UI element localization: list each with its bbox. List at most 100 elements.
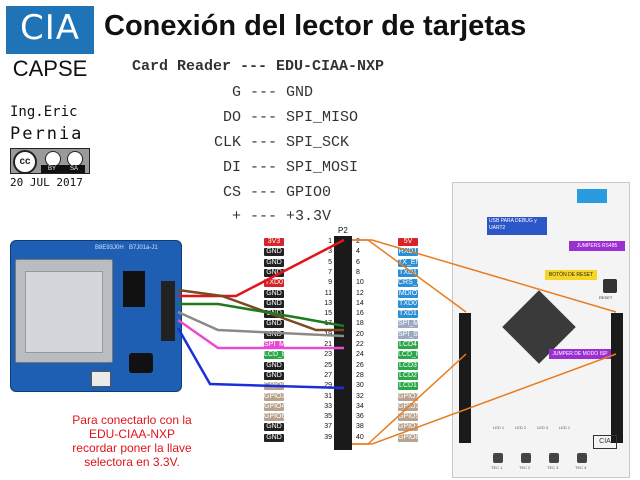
logo-cia-text: CIA xyxy=(19,8,81,48)
pin-number-left: 15 xyxy=(324,310,332,318)
pin-label-left: 3V3 xyxy=(264,238,284,246)
mapping-line-g: G --- GND xyxy=(232,84,314,101)
reset-text: RESET xyxy=(599,295,613,300)
pin-label-left: GND xyxy=(264,330,284,339)
date-label: 20 JUL 2017 xyxy=(10,176,83,189)
tec-buttons: TEC 1 TEC 2 TEC 3 TEC 4 xyxy=(491,453,601,473)
pin-number-left: 27 xyxy=(324,371,332,379)
p2-connector-label: P2 xyxy=(338,226,348,235)
tec-label: TEC 2 xyxy=(519,465,531,470)
logo-capse-text: CAPSE xyxy=(12,56,88,81)
pin-number-right: 2 xyxy=(356,238,360,245)
pin-label-left: GND xyxy=(264,248,284,257)
pin-number-right: 4 xyxy=(356,248,360,256)
pin-label-left: GND xyxy=(264,258,284,267)
pin-label-left: GND xyxy=(264,423,284,432)
pin-number-right: 38 xyxy=(356,423,364,431)
tec1-button[interactable] xyxy=(493,453,503,463)
pin-number-left: 5 xyxy=(328,258,332,266)
usb-note: USB PARA DEBUG y UART2 xyxy=(487,217,547,235)
pin-number-right: 22 xyxy=(356,341,364,348)
pin-label-left: GND xyxy=(264,361,284,370)
pin-label-left: GND xyxy=(264,433,284,442)
pin-number-right: 8 xyxy=(356,268,360,276)
cc-icon: cc xyxy=(13,150,37,174)
reset-button[interactable] xyxy=(603,279,617,293)
wire-clk-sck xyxy=(177,310,345,338)
pin-label-right: SPI_MISO xyxy=(398,320,432,329)
mapping-line-do: DO --- SPI_MISO xyxy=(223,109,359,126)
pin-label-left: GPIO4 xyxy=(264,402,286,411)
pin-label-right: GPIO1 xyxy=(398,392,420,401)
pin-number-right: 18 xyxy=(356,320,364,328)
led-row: LED 1 LED 2 LED 3 LED 1 xyxy=(493,425,593,435)
boton-reset-label: BOTÓN DE RESET xyxy=(545,270,597,280)
pin-number-right: 12 xyxy=(356,289,364,297)
pin-number-right: 14 xyxy=(356,299,364,307)
pin-number-left: 37 xyxy=(324,423,332,431)
mapping-line-cs: CS --- GPIO0 xyxy=(223,184,332,201)
tec4-button[interactable] xyxy=(577,453,587,463)
tec-label: TEC 1 xyxy=(491,465,503,470)
pin-label-right: TXD0 xyxy=(398,299,418,308)
sa-label: SA xyxy=(63,165,85,173)
pin-label-right: LCD2 xyxy=(398,371,418,380)
pin-number-left: 31 xyxy=(324,392,332,400)
sd-card-slot-inner xyxy=(25,271,103,353)
author-line2: Pernia xyxy=(10,124,84,144)
pin-label-right: TXD1 xyxy=(398,268,418,277)
wire-di-mosi xyxy=(177,318,344,350)
voltage-note: Para conectarlo con la EDU-CIAA-NXP reco… xyxy=(62,413,202,469)
pin-label-left: TXD0 xyxy=(264,279,284,288)
pin-label-right: TXD1 xyxy=(398,310,418,319)
pin-number-right: 20 xyxy=(356,330,364,338)
pin-number-left: 3 xyxy=(328,248,332,256)
pin-number-right: 26 xyxy=(356,361,364,369)
pin-number-left: 9 xyxy=(328,279,332,287)
pin-number-left: 21 xyxy=(324,341,332,348)
jumper-isp-label: JUMPER DE MODO ISP xyxy=(549,349,611,359)
tec3-button[interactable] xyxy=(549,453,559,463)
pin-number-right: 28 xyxy=(356,371,364,379)
mapping-line-clk: CLK --- SPI_SCK xyxy=(214,134,350,151)
pin-number-left: 33 xyxy=(324,402,332,410)
terminal-block xyxy=(577,189,607,203)
pin-number-right: 40 xyxy=(356,433,364,441)
pin-number-left: 39 xyxy=(324,433,332,441)
pin-label-left: GND xyxy=(264,268,284,277)
pin-number-right: 32 xyxy=(356,392,364,400)
led-label: LED 1 xyxy=(493,425,505,430)
pin-label-right: RXD1 xyxy=(398,248,418,257)
reader-header-pins xyxy=(161,281,175,341)
pin-number-left: 35 xyxy=(324,413,332,421)
pin-number-right: 10 xyxy=(356,279,364,287)
pin-number-right: 30 xyxy=(356,382,364,390)
reader-chip xyxy=(123,271,145,307)
pin-number-left: 1 xyxy=(328,238,332,245)
pin-number-left: 7 xyxy=(328,268,332,276)
author-line1: Ing.Eric xyxy=(10,104,78,120)
edu-ciaa-board: USB PARA DEBUG y UART2 JUMPERS RS485 BOT… xyxy=(452,182,630,478)
pin-number-right: 6 xyxy=(356,258,360,266)
note-line-1: Para conectarlo con la xyxy=(72,413,192,427)
tec-label: TEC 4 xyxy=(575,465,587,470)
by-label: BY xyxy=(41,165,63,173)
right-board-header xyxy=(611,313,623,443)
wire-plus-3v3 xyxy=(178,238,345,298)
mapping-line-di: DI --- SPI_MOSI xyxy=(223,159,359,176)
jumpers-rs485-label: JUMPERS RS485 xyxy=(569,241,625,251)
mapping-header: Card Reader --- EDU-CIAA-NXP xyxy=(132,58,385,75)
led-label: LED 2 xyxy=(515,425,527,430)
tec2-button[interactable] xyxy=(521,453,531,463)
voltage-selector-switch[interactable] xyxy=(91,371,111,387)
wire-orange-right-top xyxy=(352,239,617,313)
wire-orange-right-bottom xyxy=(352,353,617,445)
pin-label-right: 5V xyxy=(398,238,418,246)
pin-label-right: MDIO xyxy=(398,289,418,298)
pin-label-right: GPIO5 xyxy=(398,413,420,422)
reader-capacitor xyxy=(129,353,153,373)
pin-label-right: SPI_SCK xyxy=(398,330,428,339)
pin-label-right: CRS_DV xyxy=(398,279,427,288)
note-line-3: recordar poner la llave xyxy=(72,441,192,455)
